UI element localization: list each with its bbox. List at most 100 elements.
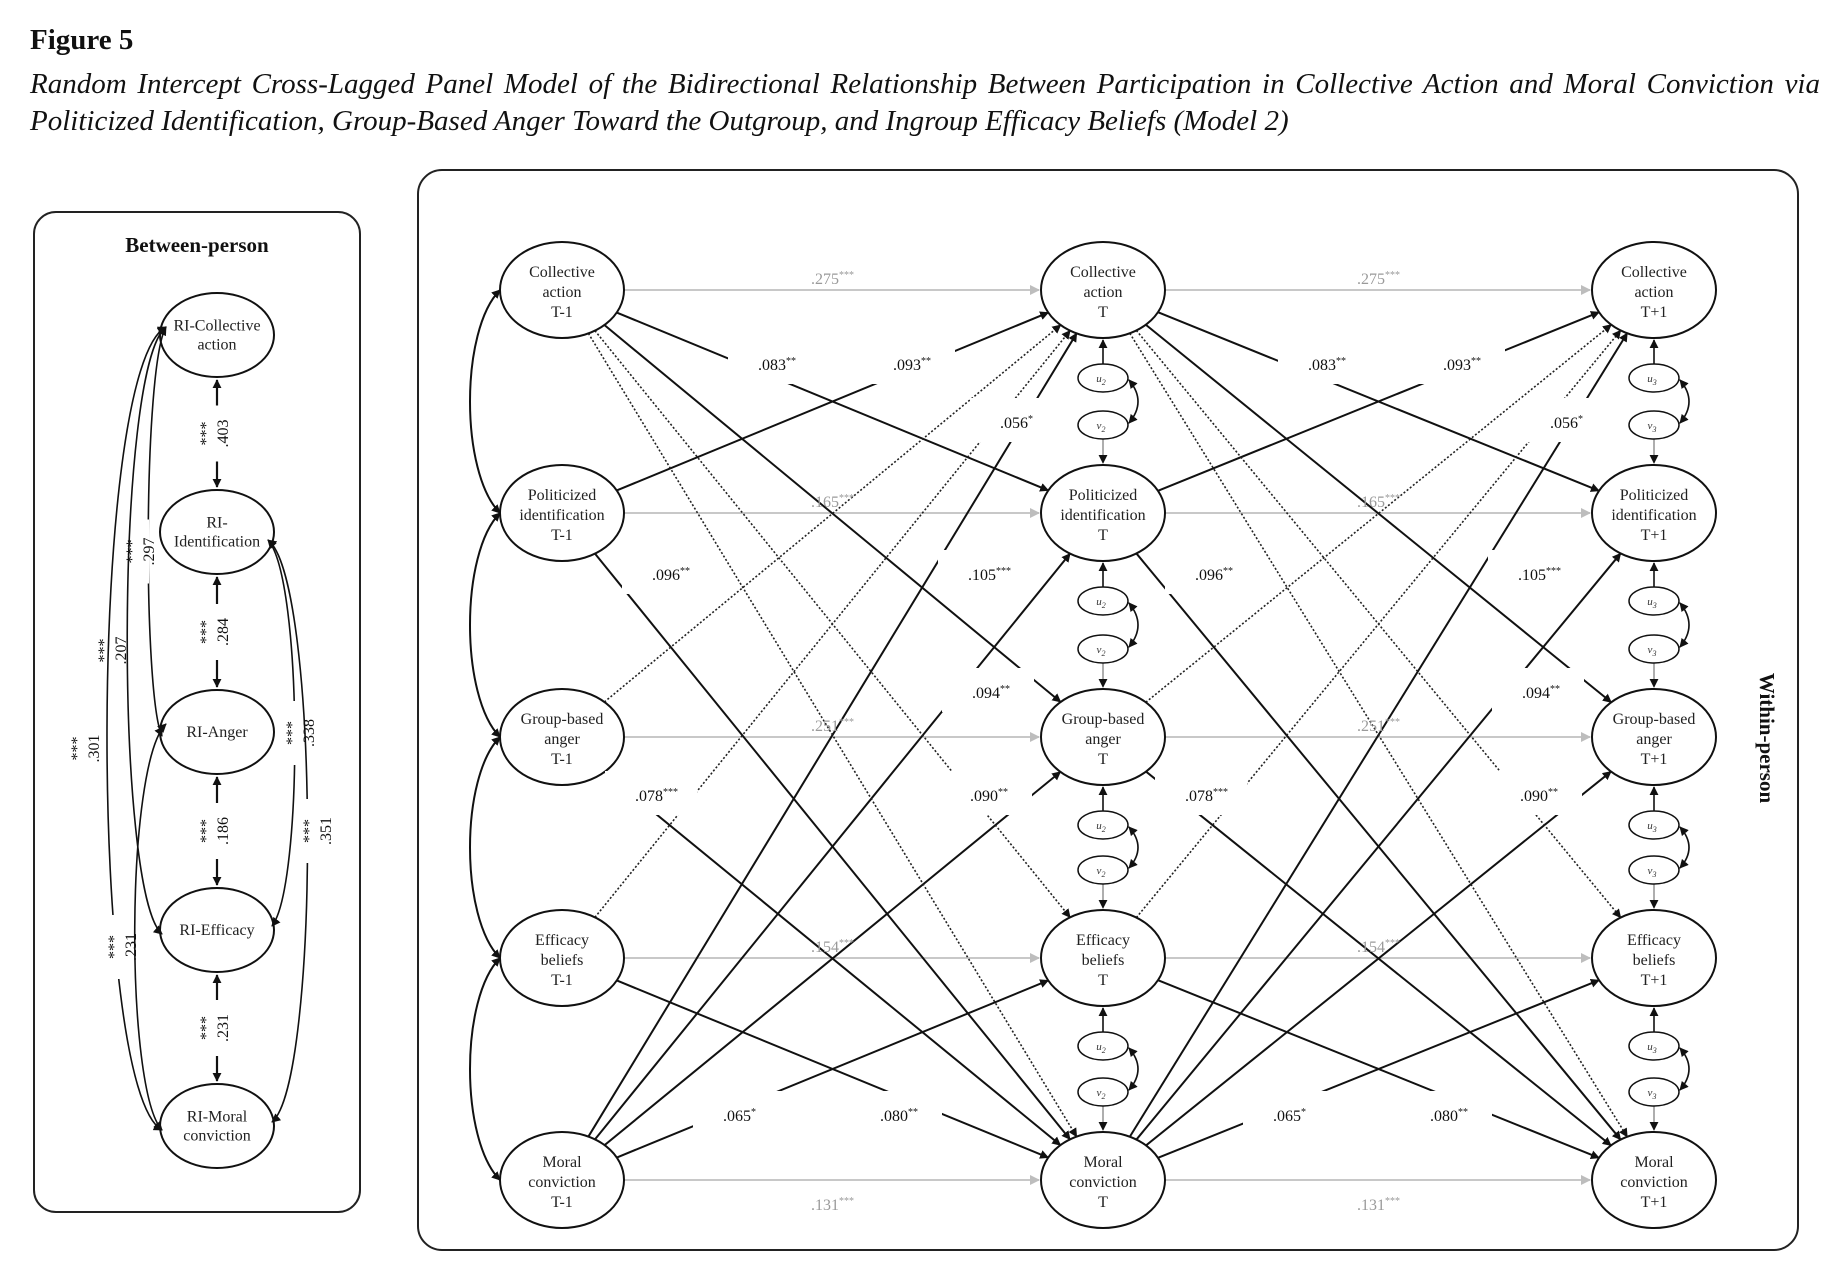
coef-value: .403 bbox=[215, 420, 232, 448]
between-covariance-riid-rian: ***.284 bbox=[193, 576, 232, 688]
residual-subscript: 2 bbox=[1102, 1046, 1106, 1055]
residual-subscript: 3 bbox=[1652, 1046, 1657, 1055]
coef-significance: ** bbox=[998, 787, 1008, 798]
residual-covariance-curve bbox=[1128, 602, 1139, 648]
coef-significance: *** bbox=[839, 717, 854, 728]
covariance-label: ***.207 bbox=[96, 637, 130, 665]
autoregressive-coef-mc: .131*** bbox=[811, 1196, 854, 1214]
cross-lagged-path-pi-ca bbox=[616, 311, 1050, 492]
label-gap bbox=[193, 405, 223, 462]
within-person-paths bbox=[469, 285, 1629, 1185]
residual-subscript: 3 bbox=[1651, 1092, 1656, 1101]
wave1-covariance-pi-ga bbox=[469, 512, 501, 738]
cross-lagged-path-eb-mc bbox=[616, 979, 1050, 1159]
cross-lagged-path-mc-ga bbox=[603, 771, 1062, 1146]
node-label: T bbox=[1098, 1194, 1108, 1211]
coef-value: .251 bbox=[1357, 718, 1385, 735]
coef-value: .275 bbox=[1357, 271, 1385, 288]
cross-lagged-coef-pi-mc: .096** bbox=[1195, 566, 1233, 584]
coef-value: .301 bbox=[86, 735, 103, 763]
covariance-label: ***.403 bbox=[198, 420, 232, 448]
cross-lagged-path-eb-mc bbox=[1157, 979, 1600, 1159]
residual-v-ellipse bbox=[1077, 410, 1129, 440]
coef-value: .056 bbox=[1000, 415, 1028, 432]
residual-subscript: 2 bbox=[1102, 378, 1106, 387]
autoregressive-coef-ca: .275*** bbox=[811, 270, 854, 288]
coef-value: .154 bbox=[1357, 939, 1385, 956]
node-ellipse bbox=[1040, 464, 1166, 562]
residual-v-label: v2 bbox=[1097, 420, 1106, 434]
coef-significance: *** bbox=[198, 422, 215, 446]
cross-lagged-coef-mc-ga: .090** bbox=[970, 787, 1008, 805]
residual-v-ellipse bbox=[1628, 634, 1680, 664]
between-covariance-rian-rief: ***.186 bbox=[193, 776, 232, 886]
label-gap bbox=[1492, 668, 1584, 712]
residual-covariance-curve bbox=[1679, 379, 1690, 424]
cross-lagged-coef-mc-eb: .065* bbox=[723, 1107, 756, 1125]
node-label: identification bbox=[1611, 507, 1696, 524]
coef-value: .094 bbox=[972, 685, 1000, 702]
label-gap bbox=[1165, 550, 1257, 594]
wave1-covariance-ga-eb bbox=[469, 736, 501, 959]
residual-u-label: u2 bbox=[1096, 596, 1106, 610]
coef-significance: ** bbox=[1548, 787, 1558, 798]
residual-u-ellipse bbox=[1628, 363, 1680, 393]
node-ellipse bbox=[499, 464, 625, 562]
label-gap bbox=[940, 771, 1032, 815]
residual-subscript: 2 bbox=[1101, 1092, 1105, 1101]
node-label: Group-based bbox=[521, 711, 604, 728]
node-label: RI- bbox=[206, 515, 227, 532]
coef-significance: *** bbox=[839, 493, 854, 504]
coef-significance: *** bbox=[1385, 493, 1400, 504]
coef-significance: * bbox=[751, 1107, 756, 1118]
node-label: T+1 bbox=[1641, 527, 1668, 544]
between-covariance-rica-riid: ***.403 bbox=[193, 379, 232, 488]
coef-significance: ** bbox=[786, 356, 796, 367]
residual-covariance-curve bbox=[1679, 1047, 1690, 1091]
wave1-covariance-ca-pi bbox=[469, 289, 501, 514]
coef-value: .080 bbox=[1430, 1108, 1458, 1125]
label-gap bbox=[119, 519, 149, 584]
between-covariance-rica-rian: ***.297 bbox=[119, 326, 167, 737]
residual-u-label: u2 bbox=[1096, 1041, 1106, 1055]
autoregressive-coef-ca: .275*** bbox=[1357, 270, 1400, 288]
between-covariance-rief-rimc: ***.231 bbox=[193, 974, 232, 1082]
nonsignificant-path-eb-ca bbox=[1135, 329, 1622, 919]
covariance-curve bbox=[133, 723, 167, 1131]
node-label: identification bbox=[1060, 507, 1145, 524]
node-label: Efficacy bbox=[1076, 932, 1130, 949]
between-node-riid: RI-Identification bbox=[159, 489, 275, 575]
label-gap bbox=[850, 1091, 942, 1135]
node-label: T-1 bbox=[551, 751, 573, 768]
cross-lagged-coef-mc-ga: .090** bbox=[1520, 787, 1558, 805]
cross-lagged-path-ca-ga bbox=[603, 324, 1062, 703]
node-label: T+1 bbox=[1641, 972, 1668, 989]
coef-value: .065 bbox=[1273, 1108, 1301, 1125]
node-ellipse bbox=[1040, 1131, 1166, 1229]
wave1-covariance-eb-mc bbox=[469, 957, 501, 1181]
cross-lagged-coef-eb-mc: .080** bbox=[1430, 1107, 1468, 1125]
node-ellipse bbox=[1591, 464, 1717, 562]
node-ellipse bbox=[159, 1083, 275, 1169]
cross-lagged-coef-ga-mc: .078*** bbox=[1185, 787, 1228, 805]
label-gap bbox=[1278, 340, 1370, 384]
coef-value: .093 bbox=[893, 357, 921, 374]
residual-u-label: u3 bbox=[1647, 1041, 1657, 1055]
coef-value: .090 bbox=[970, 788, 998, 805]
cross-lagged-path-mc-pi bbox=[594, 552, 1071, 1140]
autoregressive-coef-mc: .131*** bbox=[1357, 1196, 1400, 1214]
cross-lagged-coef-ca-pi: .083** bbox=[758, 356, 796, 374]
node-label: identification bbox=[519, 507, 604, 524]
residual-covariance-curve bbox=[1679, 826, 1690, 869]
node-ellipse bbox=[1591, 241, 1717, 339]
